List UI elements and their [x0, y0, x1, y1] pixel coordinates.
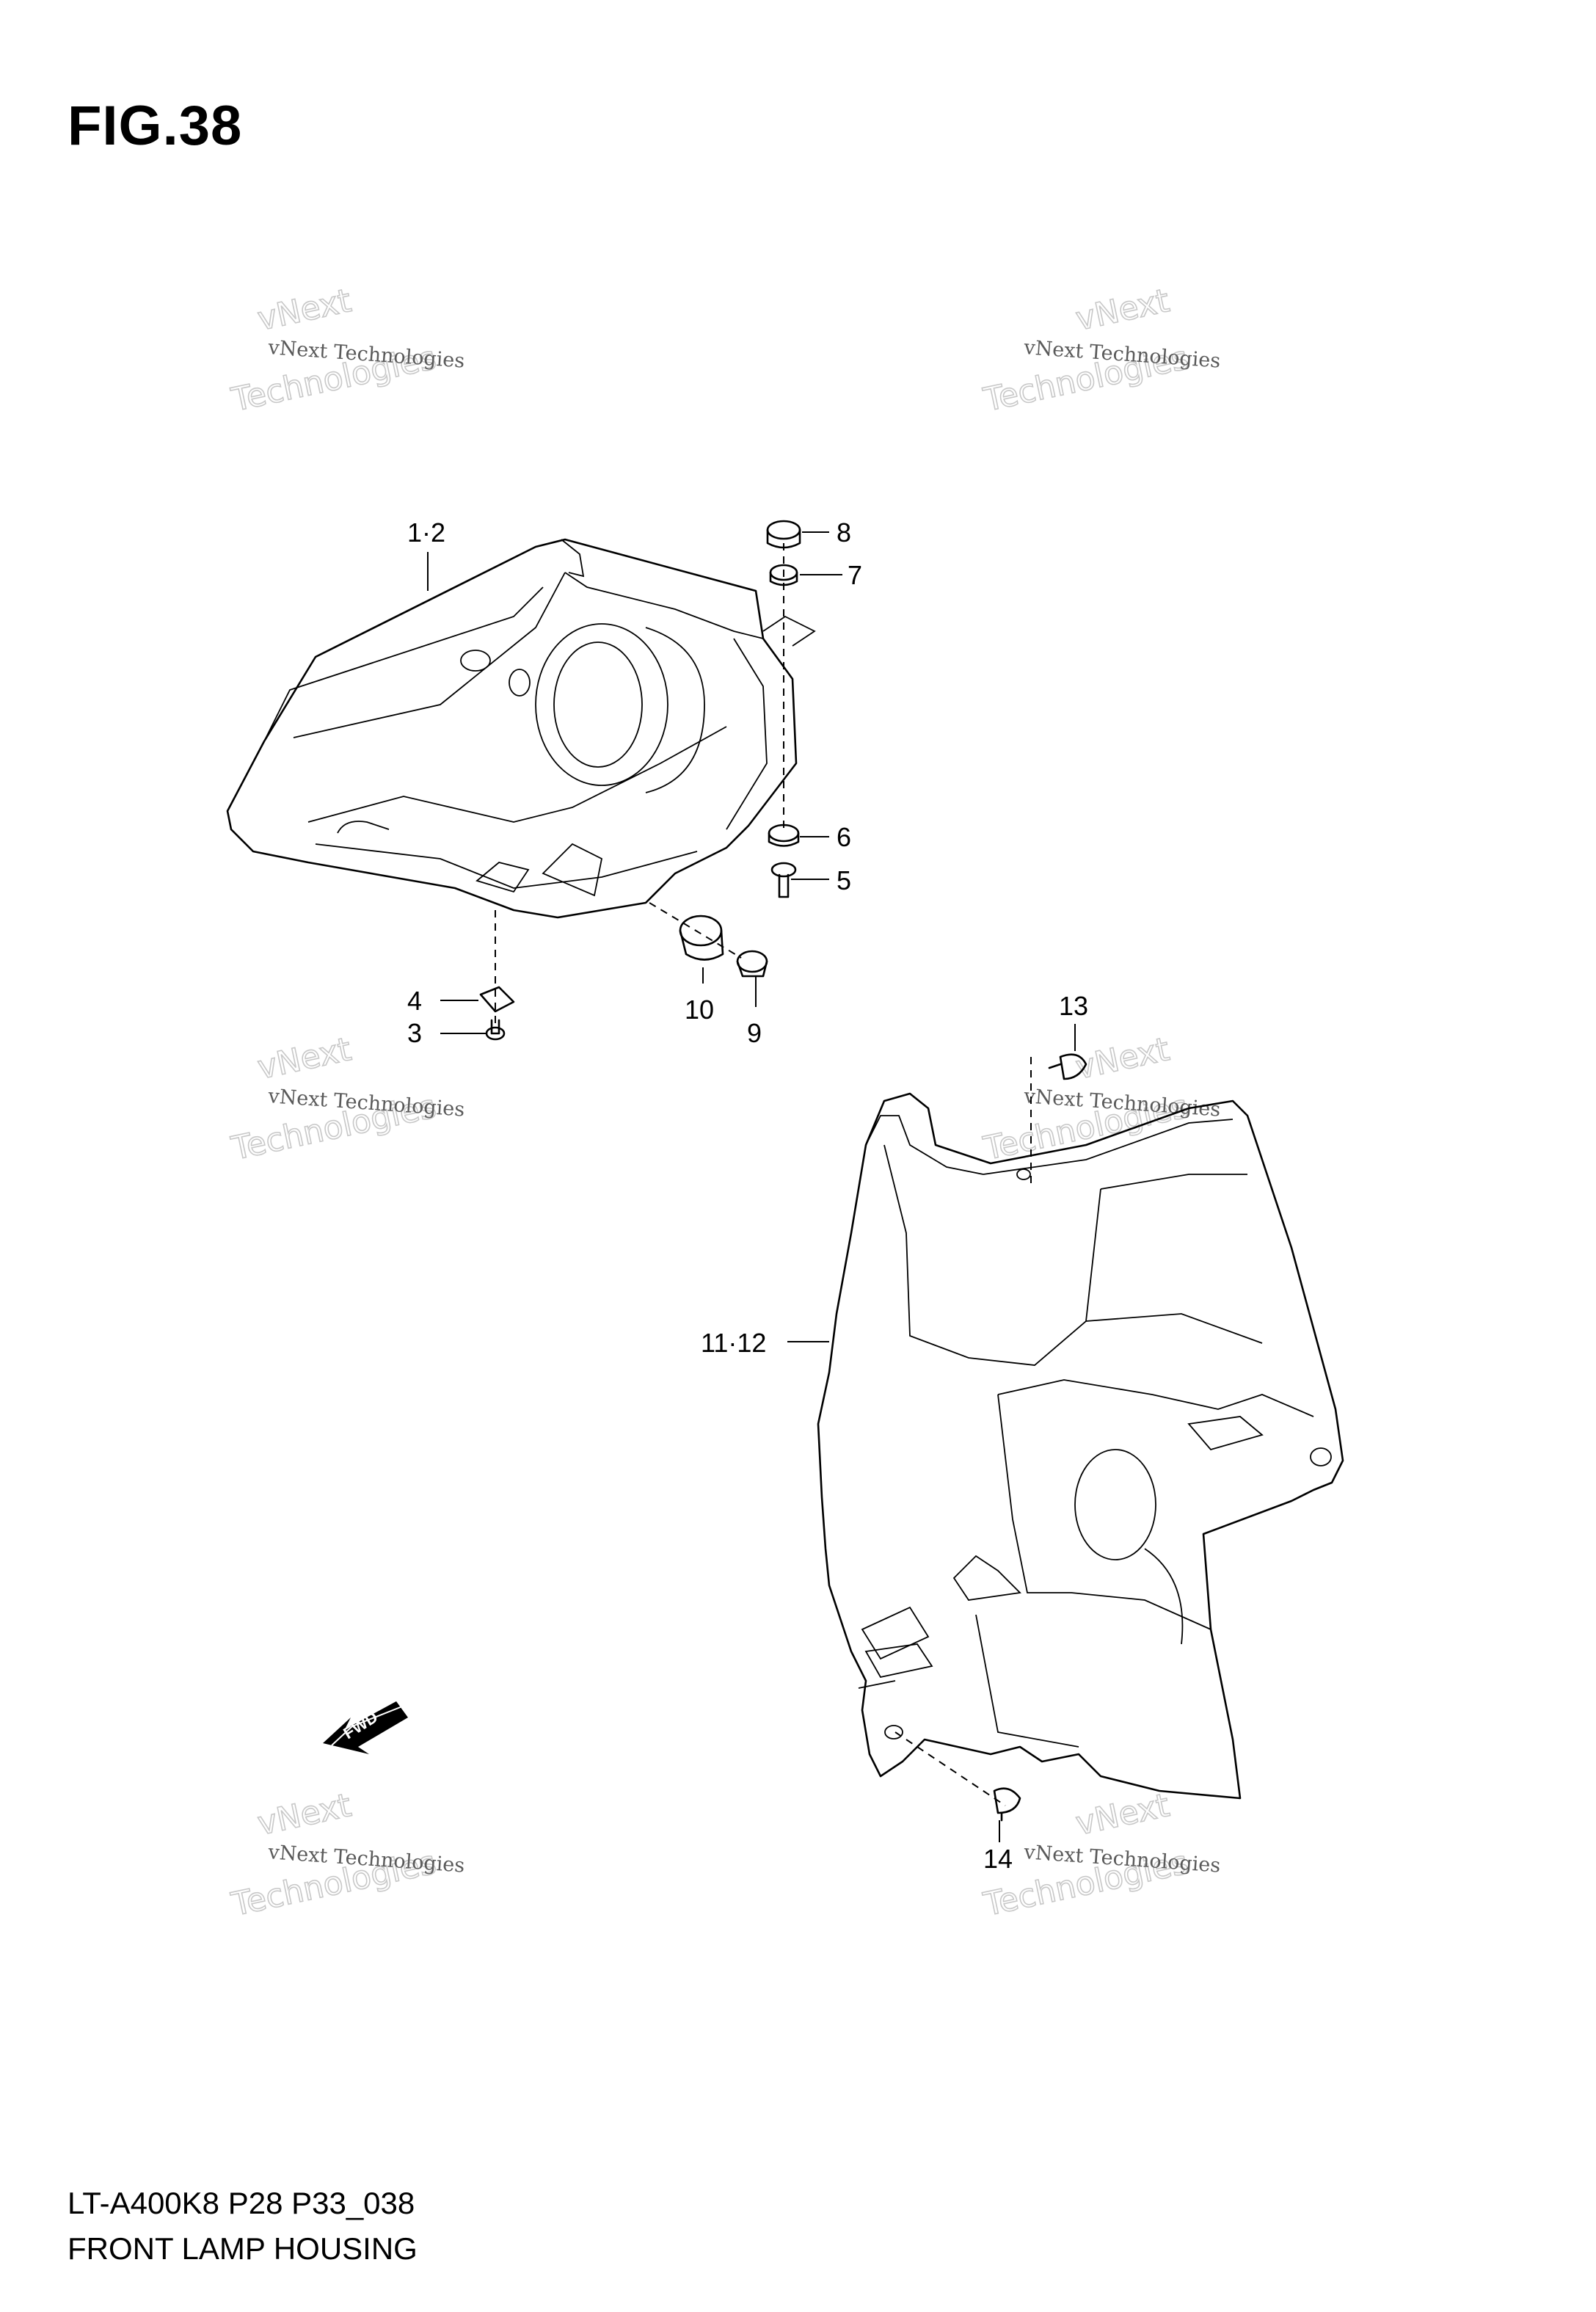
front-lamp-housing-part [226, 538, 816, 919]
part-5-bolt [770, 862, 797, 898]
watermark-text: vNext [1073, 1030, 1173, 1087]
watermark-middle-left: vNext Technologies vNext Technologies [227, 1030, 465, 1168]
assembly-line [894, 1731, 1006, 1806]
callout-7: 7 [848, 560, 862, 590]
callout-9: 9 [747, 1018, 762, 1048]
watermark-top-right: vNext Technologies vNext Technologies [980, 281, 1221, 419]
watermark-text: vNext [255, 282, 354, 338]
callout-11-12: 11·12 [701, 1328, 766, 1358]
callout-14: 14 [983, 1844, 1013, 1874]
part-14-clip [993, 1787, 1021, 1822]
forward-direction-arrow: FWD [323, 1701, 408, 1754]
watermark-top-left: vNext Technologies vNext Technologies [227, 281, 465, 419]
model-code: LT-A400K8 P28 P33_038 [68, 2186, 415, 2220]
part-13-clip [1048, 1053, 1087, 1080]
callout-8: 8 [837, 517, 851, 548]
part-3-screw [485, 1019, 506, 1041]
callout-6: 6 [837, 822, 851, 852]
watermark-middle-right: vNext Technologies vNext Technologies [980, 1030, 1221, 1168]
callout-4: 4 [407, 986, 422, 1016]
part-10-cushion [679, 915, 724, 961]
front-inner-panel-part [817, 1092, 1344, 1800]
callout-13: 13 [1059, 991, 1088, 1021]
part-4-nut [479, 986, 515, 1013]
callout-10: 10 [685, 995, 714, 1025]
watermark-bottom-left: vNext Technologies vNext Technologies [227, 1786, 465, 1924]
assembly-line [649, 902, 742, 959]
callout-5: 5 [837, 865, 851, 895]
watermark-text: vNext [1073, 282, 1173, 338]
part-9-bolt [736, 950, 768, 978]
part-6-washer [768, 824, 800, 847]
watermark-text: vNext [1073, 1786, 1173, 1843]
figure-title: FIG.38 [68, 95, 243, 157]
figure-name: FRONT LAMP HOUSING [68, 2231, 418, 2266]
watermark-text: vNext [255, 1030, 354, 1087]
callout-3: 3 [407, 1018, 422, 1048]
callout-1-2: 1·2 [407, 517, 445, 548]
watermark-text: vNext [255, 1786, 354, 1843]
